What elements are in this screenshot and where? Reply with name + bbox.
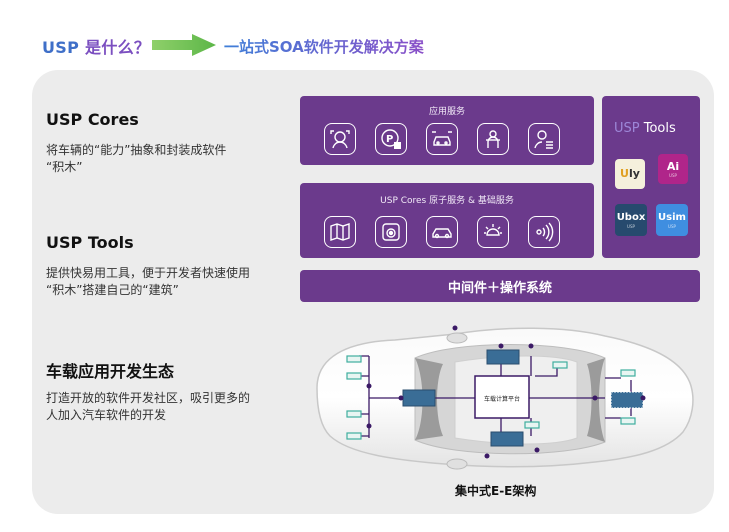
ubox-logo: Ubox USP [615, 204, 647, 236]
middleware-label: 中间件＋操作系统 [447, 280, 552, 296]
tools-desc-line1: 提供快易用工具，便于开发者快速使用 [46, 266, 251, 280]
speaker-icon [375, 216, 407, 248]
green-arrow-icon [152, 34, 216, 56]
ecu-node [524, 421, 540, 429]
ai-logo-sub: USP [669, 172, 677, 178]
zone-controller-right [610, 391, 644, 409]
map-icon [324, 216, 356, 248]
central-platform-box [474, 375, 530, 419]
middleware-bar: 中间件＋操作系统 [300, 270, 700, 302]
ecu-node [620, 369, 636, 377]
header-subtitle: 一站式SOA软件开发解决方案 [224, 38, 424, 56]
ecu-node [346, 355, 362, 363]
light-icon [477, 216, 509, 248]
child-seat-icon [477, 123, 509, 155]
junction-dots [366, 325, 646, 459]
uly-logo-initial: U [620, 167, 629, 180]
car-mirror-bottom [446, 458, 468, 470]
central-platform-label: 车载计算平台 [484, 395, 520, 403]
ecu-nodes [346, 355, 636, 440]
app-services-box: 应用服务 P [300, 96, 594, 165]
svg-text:P: P [386, 134, 393, 145]
ecu-node [552, 361, 568, 369]
ecu-node [346, 432, 362, 440]
uly-logo: Uly [615, 159, 645, 189]
header-question-prefix: USP [42, 38, 80, 57]
face-id-icon [324, 123, 356, 155]
ecosystem-desc-line1: 打造开放的软件开发社区，吸引更多的 [46, 391, 251, 405]
ubox-logo-name: Ubox [616, 211, 646, 223]
zone-controller-left [402, 389, 436, 407]
ecu-node [346, 372, 362, 380]
atomic-services-box: USP Cores 原子服务 & 基础服务 [300, 183, 594, 258]
ubox-logo-sub: USP [627, 223, 635, 229]
cores-desc-line1: 将车辆的“能力”抽象和封装成软件 [46, 143, 227, 157]
atomic-services-title: USP Cores 原子服务 & 基础服务 [380, 196, 514, 206]
header-question: USP 是什么？ [42, 34, 150, 58]
cores-title: USP Cores [46, 110, 139, 129]
parking-icon: P [375, 123, 407, 155]
ai-logo: Ai USP [658, 154, 688, 184]
usim-logo-sub: USP [668, 223, 676, 229]
car-mirror-top [446, 332, 468, 344]
usim-logo-name: Usim [658, 211, 686, 223]
cores-desc-line2: “积木” [46, 160, 83, 174]
ai-logo-name: Ai [666, 159, 680, 173]
car-architecture-diagram: 车载计算平台 [316, 325, 694, 470]
usp-tools-title-usp: USP [614, 121, 640, 136]
usp-tools-title-rest: Tools [639, 121, 676, 136]
tools-title: USP Tools [46, 233, 134, 252]
user-profile-icon [528, 123, 560, 155]
tools-desc-line2: “积木”搭建自己的“建筑” [46, 283, 179, 297]
signal-icon [528, 216, 560, 248]
car-caption: 集中式E-E架构 [455, 484, 537, 498]
ecosystem-title: 车载应用开发生态 [46, 362, 175, 381]
ecosystem-desc-line2: 人加入汽车软件的开发 [46, 408, 167, 422]
ecu-node [620, 417, 636, 425]
usim-logo: Usim USP [656, 204, 688, 236]
car-service-icon [426, 123, 458, 155]
ecu-node [346, 410, 362, 418]
car-icon [426, 216, 458, 248]
usp-tools-box: USP Tools Uly Ai USP Ubox USP Usim USP [602, 96, 700, 258]
app-services-title: 应用服务 [428, 107, 465, 117]
header-question-zh: 是什么？ [79, 38, 151, 57]
zone-controller-top [486, 349, 520, 365]
usp-tools-title: USP Tools [614, 121, 676, 136]
zone-controller-bottom [490, 431, 524, 447]
